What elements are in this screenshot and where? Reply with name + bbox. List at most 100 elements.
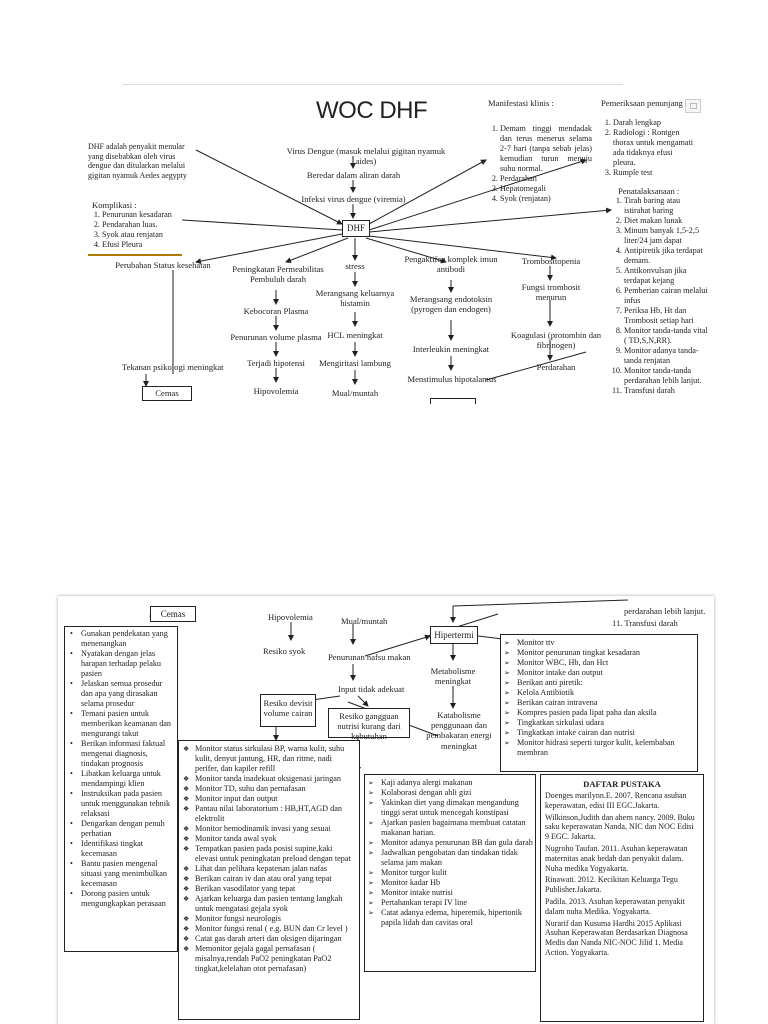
flow-hipovolemia: Hipovolemia [253,386,299,396]
reference-item: Nugroho Taufan. 2011. Asuhan keperawatan… [545,843,688,873]
cemas-box: Cemas [150,606,196,622]
flow-cemas-chain: Tekanan psikologi meningkat [122,362,224,372]
nafsu-label: Penurunan nafsu makan [328,652,411,662]
flow-histamin: Merangsang keluarnya histamin [315,288,395,309]
flow-endotoksin: Merangsang endotoksin (pyrogen dan endog… [409,294,493,315]
nutrition-interventions: Kaji adanya alergi makanan Kolaborasi de… [364,774,536,972]
list-item: Diet makan lunak [624,216,708,226]
list-item: Minum banyak 1,5-2,5 liter/24 jam dapat [624,226,708,246]
list-item: Jadwalkan pengobatan dan tindakan tidak … [367,848,533,868]
list-item: Dorong pasien untuk mengungkapkan perasa… [67,889,175,909]
flow-stress: stress [345,261,365,271]
list-item: Hepatomegali [500,184,592,194]
list-item: Periksa Hb, Ht dan Trombosit setiap hari [624,306,708,326]
resiko-syok-label: Resiko syok [263,646,306,656]
flow-cemas-box: Cemas [142,386,192,401]
list-item: Berikan cairan intravena [503,698,695,708]
list-item: Ajarkan pasien bagaimana membuat catatan… [367,818,533,838]
list-item: Catat adanya edema, hiperemik, hipertoni… [367,908,533,928]
list-item: Monitor intake dan output [503,668,695,678]
hipertermi-box: Hipertermi [430,626,478,644]
list-item: Kompres pasien pada lipat paha dan aksil… [503,708,695,718]
hyper-interventions: Monitor ttv Monitor penurunan tingkat ke… [500,634,698,772]
manifest-list: Demam tinggi mendadak dan terus menerus … [488,124,592,204]
list-item: Monitor hemodinamik invasi yang sesuai [181,824,357,834]
flow-koagulasi: Koagulasi (protombin dan fibrinogen) [510,330,602,351]
list-item: Darah lengkap [613,118,697,128]
list-item: Gunakan pendekatan yang menenangkan [67,629,175,649]
continuation-b: 11. Transfusi darah [612,618,678,628]
list-item: Penurunan kesadaran [102,210,192,220]
continuation-a: perdarahan lebih lanjut. [624,606,706,616]
reference-item: Nurarif dan Kusuma Hardhi 2015 Aplikasi … [545,918,688,957]
list-item: Syok (renjatan) [500,194,592,204]
flow-trombo: Trombositopenia [521,256,581,266]
reference-item: Doenges marilynn.E. 2007. Rencana asuhan… [545,791,687,810]
cemas-interventions: Gunakan pendekatan yang menenangkan Nyat… [64,626,178,952]
list-item: Instruksikan pada pasien untuk menggunak… [67,789,175,819]
katabolisme-label: Katabolisme penggunaan dan pembakaran en… [426,710,492,751]
list-item: Berikan informasi faktual mengenai diagn… [67,739,175,769]
exam-title: Pemeriksaan penunjang : [601,98,688,108]
expand-page-icon[interactable] [685,99,701,113]
flow-hipotensi: Terjadi hipotensi [247,358,305,368]
list-item: Rumple test [613,168,697,178]
flow-dhf-box: DHF [342,220,370,237]
cemas-label: Cemas [160,609,186,619]
list-item: Kaji adanya alergi makanan [367,778,533,788]
flow-dhf: DHF [346,223,365,233]
list-item: Monitor tanda inadekuat oksigenasi jarin… [181,774,357,784]
reference-item: Rinawati. 2012. Kecikitan Keluarga Tegu … [545,875,678,895]
flow-volume: Penurunan volume plasma [230,332,322,342]
list-item: Monitor ttv [503,638,695,648]
references-box: DAFTAR PUSTAKA Doenges marilynn.E. 2007.… [540,774,704,1022]
flow-mual: Mual/muntah [331,388,379,398]
complications-title: Komplikasi : [92,200,137,210]
fluid-interventions: Monitor status sirkulasi BP, warna kulit… [178,740,360,1020]
list-item: Transfusi darah [624,386,708,396]
list-item: Temani pasien untuk memberikan keamanan … [67,709,175,739]
list-item: Dengarkan dengan penuh perhatian [67,819,175,839]
nutrisi-box: Resiko gangguan nutrisi kurang dari kebu… [328,708,410,741]
exam-list: Darah lengkap Radiologi : Rontgen thorax… [603,118,697,178]
defisit-label: Resiko devisit volume cairan [263,698,313,718]
list-item: Monitor adanya tanda-tanda renjatan [624,346,708,366]
metabolisme-label: Metabolisme meningkat [430,666,476,687]
list-item: Monitor hidrasi seperti turgor kulit, ke… [503,738,695,758]
mgmt-list: Tirah baring atau istirahat baring Diet … [614,196,708,396]
list-item: Bantu pasien mengenal situasi yang menim… [67,859,175,889]
references-list: Doenges marilynn.E. 2007. Rencana asuhan… [545,791,699,958]
hipovolemia-label: Hipovolemia [268,612,313,622]
list-item: Monitor input dan output [181,794,357,804]
flow-fungsi: Fungsi trombosit menurun [521,282,581,303]
list-item: Monitor fungsi renal ( e.g. BUN dan Cr l… [181,924,357,934]
flow-hipotalamus: Menstimulus hipotalamus [407,374,497,384]
references-title: DAFTAR PUSTAKA [583,779,661,789]
flow-perdarahan: Perdarahan [536,362,576,372]
flow-leukin: Interleukin meningkat [412,344,490,354]
list-item: Monitor WBC, Hb, dan Hct [503,658,695,668]
hipertermi-label: Hipertermi [434,630,474,640]
list-item: Monitor tanda-tanda perdarahan lebih lan… [624,366,708,386]
list-item: Kolaborasi dengan ahli gizi [367,788,533,798]
flow-permeab: Peningkatan Permeabilitas Pembuluh darah [232,264,324,285]
list-item: Identifikasi tingkat kecemasan [67,839,175,859]
list-item: Memonitor gejala gagal pernafasan ( misa… [181,944,357,974]
flow-cut-box [430,398,476,404]
list-item: Pendarahan luas. [102,220,192,230]
flow-iritasi: Mengiritasi lambung [319,358,391,368]
intake-label: Input tidak adekuat [338,684,405,694]
list-item: Monitor tanda-tanda vital ( TD,S,N,RR). [624,326,708,346]
list-item: Antipiretik jika terdapat demam. [624,246,708,266]
reference-item: Wilkinson,Judith dan ahern nancy. 2009. … [545,812,695,842]
list-item: Pemberian cairan melalui infus [624,286,708,306]
mgmt-title: Penatalaksanaan : [618,186,680,196]
complications-list: Penurunan kesadaran Pendarahan luas. Syo… [92,210,192,250]
list-item: Monitor status sirkulasi BP, warna kulit… [181,744,357,774]
page-2: Cemas Gunakan pendekatan yang menenangka… [58,596,714,1024]
list-item: Perdarahan [500,174,592,184]
page-1: WOC DHF DHF adalah penyakit menular yang… [66,90,716,404]
flow-immune: Pengaktifan komplek imun antibodi [404,254,498,275]
list-item: Berikan vasodilator yang tepat [181,884,357,894]
list-item: Tingkatkan intake cairan dan nutrisi [503,728,695,738]
